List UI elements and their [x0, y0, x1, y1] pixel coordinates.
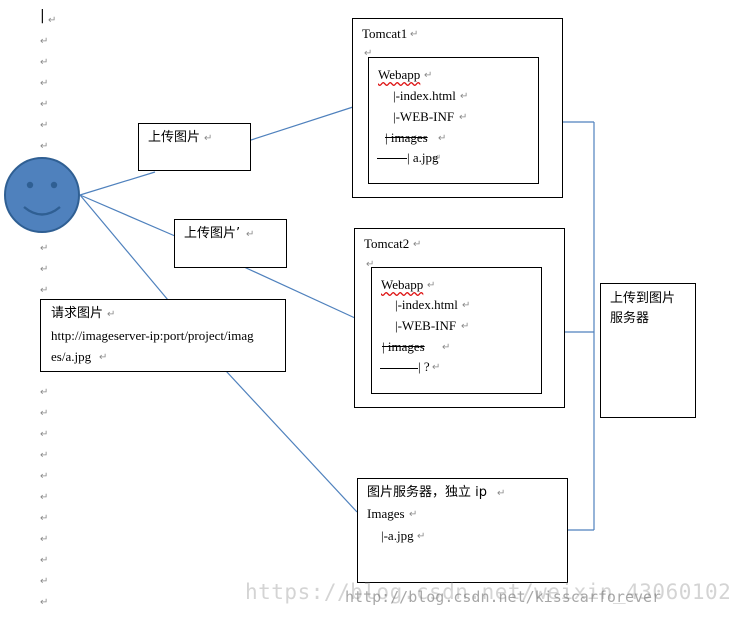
tomcat1-file-4: | a.jpg: [407, 150, 439, 165]
paragraph-mark: ↵: [460, 91, 469, 102]
paragraph-mark: ↵: [410, 29, 419, 40]
paragraph-mark: ↵: [40, 429, 49, 440]
paragraph-mark: ↵: [424, 70, 433, 81]
tomcat1-title: Tomcat1: [362, 26, 408, 41]
image-server-images: Images: [367, 506, 405, 521]
paragraph-mark: ↵: [40, 534, 49, 545]
tomcat1-file-2: |-WEB-INF: [393, 109, 455, 124]
paragraph-mark: ↵: [40, 576, 49, 587]
tomcat2-box: Tomcat2 ↵ ↵ Webapp ↵ |-index.html ↵ |-WE…: [354, 228, 565, 408]
upload-box-2: 上传图片’ ↵: [174, 219, 287, 268]
tomcat1-webapp-box: Webapp ↵ |-index.html ↵ |-WEB-INF ↵ | im…: [368, 57, 539, 184]
tomcat2-file-3: | images: [382, 339, 425, 354]
paragraph-mark: ↵: [413, 239, 422, 250]
paragraph-mark: ↵: [417, 531, 426, 542]
upload-box-1: 上传图片 ↵: [138, 123, 251, 171]
paragraph-mark: ↵: [40, 555, 49, 566]
tomcat1-tree-branch: [377, 158, 407, 159]
paragraph-mark: ↵: [364, 48, 373, 59]
upload-label-1: 上传图片: [148, 130, 201, 145]
request-label: 请求图片: [51, 306, 104, 321]
paragraph-mark: ↵: [40, 408, 49, 419]
paragraph-mark: ↵: [40, 264, 49, 275]
paragraph-mark: ↵: [462, 300, 471, 311]
tomcat2-tree-branch: [380, 368, 418, 369]
tomcat1-webapp-label: Webapp: [378, 67, 421, 82]
paragraph-mark: ↵: [107, 309, 116, 320]
paragraph-mark: ↵: [204, 133, 213, 144]
paragraph-mark: ↵: [40, 78, 49, 89]
tomcat1-file-1: |-index.html: [393, 88, 456, 103]
tomcat2-webapp-box: Webapp ↵ |-index.html ↵ |-WEB-INF ↵ | im…: [371, 267, 542, 394]
paragraph-mark: ↵: [461, 321, 470, 332]
paragraph-mark: ↵: [40, 597, 49, 608]
tomcat2-file-2: |-WEB-INF: [395, 318, 457, 333]
paragraph-mark: ↵: [40, 36, 49, 47]
connector-upload2-to-tomcat2: [243, 266, 356, 319]
paragraph-mark: ↵: [40, 243, 49, 254]
paragraph-mark: ↵: [40, 471, 49, 482]
tomcat1-file-3: | images: [385, 130, 428, 145]
paragraph-mark: ↵: [409, 509, 418, 520]
paragraph-mark: ↵: [40, 513, 49, 524]
watermark-faint: https://blog.csdn.net/weixin_43060102: [245, 580, 731, 604]
paragraph-mark: ↵: [432, 362, 441, 373]
paragraph-mark: ↵: [40, 57, 49, 68]
connector-layer: [4, 106, 595, 531]
upload-to-server-line2: 服务器: [610, 311, 650, 326]
paragraph-mark: ↵: [48, 15, 57, 26]
paragraph-mark: ↵: [433, 153, 442, 164]
image-server-title: 图片服务器，独立 ip: [367, 485, 487, 500]
connector-user-to-upload1: [79, 171, 156, 196]
connector-request-to-imageserver: [225, 370, 358, 513]
upload-to-server-box: 上传到图片 服务器: [600, 283, 696, 418]
tomcat1-box: Tomcat1 ↵ ↵ Webapp ↵ |-index.html ↵ |-WE…: [352, 18, 563, 198]
paragraph-mark: ↵: [40, 387, 49, 398]
paragraph-mark: ↵: [40, 450, 49, 461]
upload-label-2: 上传图片’: [184, 226, 241, 241]
paragraph-mark: ↵: [459, 112, 468, 123]
request-url-line2: es/a.jpg: [51, 349, 92, 364]
paragraph-mark: ↵: [40, 492, 49, 503]
image-server-file: |-a.jpg: [381, 528, 414, 543]
tomcat2-file-1: |-index.html: [395, 297, 458, 312]
connector-upload1-to-tomcat1: [250, 106, 354, 141]
paragraph-mark: ↵: [40, 141, 49, 152]
paragraph-mark: ↵: [497, 488, 506, 499]
paragraph-mark: ↵: [438, 133, 447, 144]
text-cursor: |: [40, 8, 45, 24]
request-box: 请求图片 ↵ http://imageserver-ip:port/projec…: [40, 299, 286, 372]
connector-user-to-upload2: [79, 194, 176, 237]
paragraph-mark: ↵: [40, 285, 49, 296]
watermark-overlay: http://blog.csdn.net/kisscarforever: [345, 588, 662, 606]
paragraph-mark: ↵: [442, 342, 451, 353]
upload-to-server-line1: 上传到图片: [610, 291, 676, 306]
paragraph-mark: ↵: [99, 352, 108, 363]
tomcat2-file-4: | ?: [418, 359, 430, 374]
paragraph-mark: ↵: [40, 99, 49, 110]
connector-user-to-request: [79, 194, 169, 301]
tomcat2-title: Tomcat2: [364, 236, 410, 251]
request-url-line1: http://imageserver-ip:port/project/imag: [51, 328, 254, 343]
tomcat2-webapp-label: Webapp: [381, 277, 424, 292]
paragraph-mark: ↵: [40, 120, 49, 131]
paragraph-mark: ↵: [366, 259, 375, 270]
image-server-box: 图片服务器，独立 ip ↵ Images ↵ |-a.jpg ↵: [357, 478, 568, 583]
paragraph-mark: ↵: [246, 229, 255, 240]
paragraph-mark: ↵: [427, 280, 436, 291]
smiley-face-icon: [4, 157, 80, 233]
